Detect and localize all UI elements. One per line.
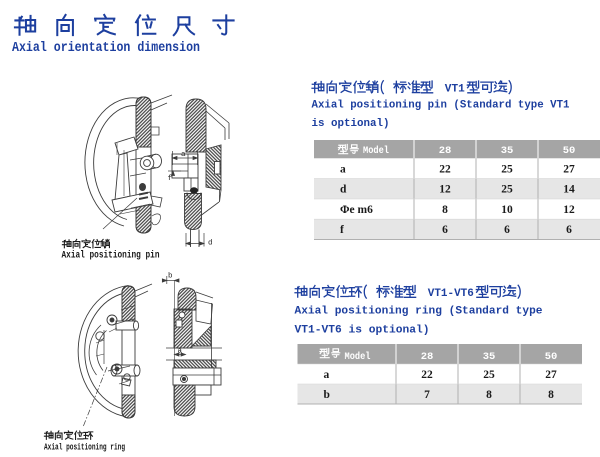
svg-text:d: d: [208, 240, 213, 248]
svg-text:12: 12: [439, 184, 451, 196]
svg-text:10: 10: [501, 204, 513, 216]
svg-text:50: 50: [563, 145, 576, 157]
svg-text:Axial positioning pin (Standar: Axial positioning pin (Standard type VT1: [312, 100, 570, 112]
svg-text:25: 25: [483, 369, 495, 381]
svg-text:Axial positioning ring (Standa: Axial positioning ring (Standard type: [295, 306, 543, 318]
svg-text:7: 7: [424, 389, 430, 401]
svg-text:a: a: [324, 369, 330, 381]
svg-text:f: f: [340, 224, 344, 236]
svg-text:22: 22: [439, 163, 451, 175]
svg-text:VT1-VT6: VT1-VT6: [428, 288, 474, 300]
svg-text:a: a: [340, 163, 346, 175]
svg-text:12: 12: [563, 204, 575, 216]
svg-text:VT1: VT1: [445, 84, 465, 96]
svg-text:6: 6: [504, 224, 510, 236]
svg-text:27: 27: [545, 369, 557, 381]
svg-text:28: 28: [421, 351, 434, 363]
svg-text:d: d: [340, 184, 347, 196]
svg-text:8: 8: [486, 389, 492, 401]
svg-text:Model: Model: [363, 145, 389, 157]
svg-text:Axial positioning ring: Axial positioning ring: [44, 442, 125, 453]
svg-text:Model: Model: [345, 351, 371, 363]
svg-text:Axial positioning pin: Axial positioning pin: [62, 250, 160, 261]
svg-text:f: f: [168, 175, 173, 183]
svg-text:22: 22: [421, 369, 433, 381]
svg-text:6: 6: [442, 224, 448, 236]
svg-text:25: 25: [501, 184, 513, 196]
svg-text:8: 8: [548, 389, 554, 401]
svg-text:35: 35: [483, 351, 496, 363]
svg-text:28: 28: [439, 145, 452, 157]
svg-text:14: 14: [563, 184, 575, 196]
svg-text:27: 27: [563, 163, 575, 175]
svg-text:6: 6: [566, 224, 572, 236]
svg-text:35: 35: [501, 145, 514, 157]
svg-text:50: 50: [545, 351, 558, 363]
svg-text:VT1-VT6 is optional): VT1-VT6 is optional): [295, 325, 430, 337]
svg-text:a: a: [181, 151, 186, 159]
svg-text:Axial orientation dimension: Axial orientation dimension: [12, 41, 200, 56]
svg-text:8: 8: [442, 204, 448, 216]
svg-text:Φe m6: Φe m6: [340, 204, 373, 216]
svg-text:a: a: [178, 348, 183, 356]
svg-text:is optional): is optional): [312, 118, 390, 130]
svg-text:b: b: [168, 273, 173, 281]
svg-text:25: 25: [501, 163, 513, 175]
svg-text:b: b: [324, 389, 330, 401]
